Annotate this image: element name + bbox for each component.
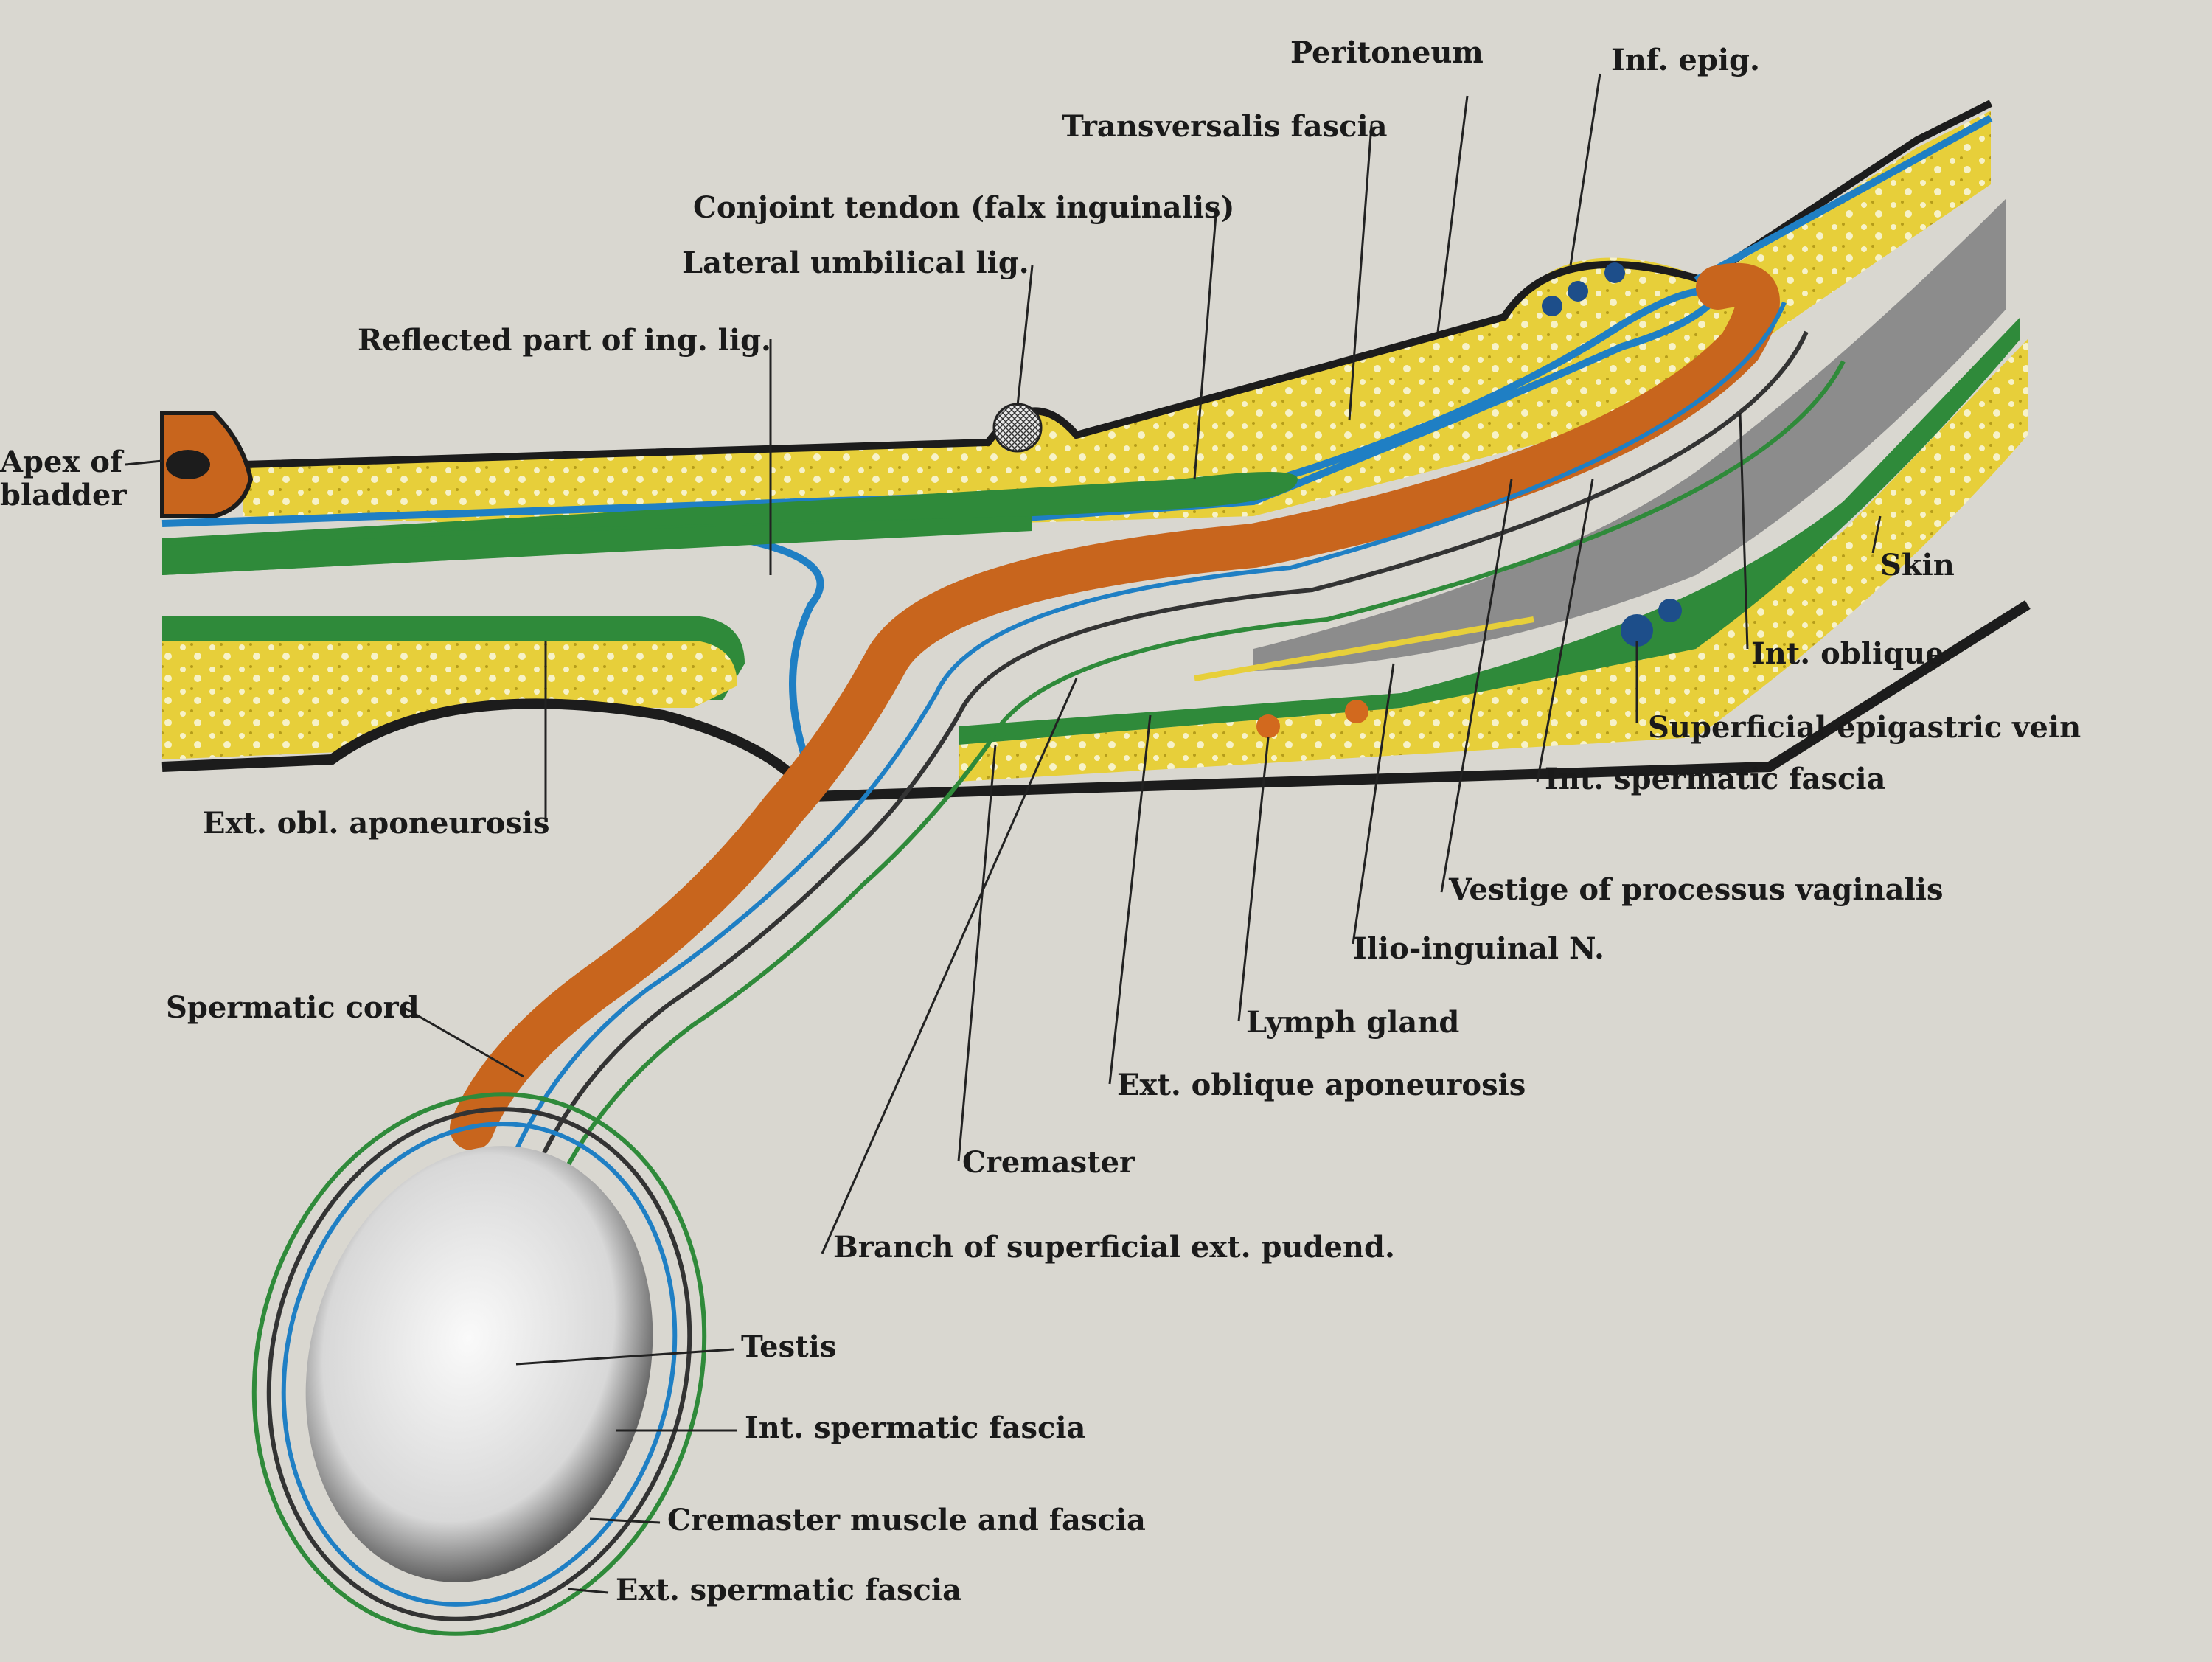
ilio-inguinal-nerve xyxy=(1194,616,1534,681)
leader-conjoint xyxy=(1193,206,1218,480)
label-sup-epig-vein: Superficial epigastric vein xyxy=(1648,710,2081,745)
leader-lines xyxy=(125,73,1882,1594)
cremaster-cord xyxy=(536,330,1809,1166)
spermatic-cord xyxy=(450,262,1780,1150)
reflected-ing-ligament xyxy=(162,516,1032,575)
label-vestige: Vestige of processus vaginalis xyxy=(1448,872,1944,907)
ext-spermatic-fascia-scrotum xyxy=(251,1092,707,1636)
leader-transversalis xyxy=(1348,125,1373,421)
leader-int-oblique xyxy=(1739,412,1749,650)
leader-vestige xyxy=(1440,479,1513,893)
leader-peritoneum xyxy=(1436,95,1469,333)
label-branch: Branch of superficial ext. pudend. xyxy=(833,1230,1395,1265)
leader-branch xyxy=(821,678,1078,1254)
inf-epig-vessel-1 xyxy=(1542,296,1562,316)
leader-lymph xyxy=(1237,737,1270,1022)
label-int-sperm-bottom: Int. spermatic fascia xyxy=(745,1411,1085,1445)
leader-apex xyxy=(125,459,163,466)
label-lymph: Lymph gland xyxy=(1246,1005,1459,1040)
label-conjoint: Conjoint tendon (falx inguinalis) xyxy=(693,190,1234,225)
int-spermatic-fascia-cord xyxy=(514,301,1787,1152)
extraperitoneal-fat xyxy=(243,111,1991,531)
label-lateral-umb: Lateral umbilical lig. xyxy=(682,246,1029,280)
lateral-umbilical-ligament xyxy=(992,403,1043,453)
leader-skin xyxy=(1871,515,1882,554)
sup-epig-vein-1 xyxy=(1621,614,1653,647)
ext-oblique-aponeurosis-right xyxy=(959,317,2020,745)
label-cremaster: Cremaster xyxy=(962,1145,1135,1180)
bladder-lumen xyxy=(166,450,210,479)
int-spermatic-fascia-scrotum xyxy=(281,1122,678,1607)
subcutaneous-fat-right xyxy=(959,339,2028,782)
leader-ext-obl-apon xyxy=(1108,714,1152,1085)
label-int-oblique: Int. oblique xyxy=(1751,636,1944,671)
testis-shape xyxy=(305,1146,653,1582)
leader-lateral-umb xyxy=(1016,265,1034,406)
transversalis-fascia-upper xyxy=(1694,114,1993,284)
inf-epig-vessel-3 xyxy=(1604,262,1625,283)
label-inf-epig: Inf. epig. xyxy=(1611,43,1760,77)
internal-oblique-gray xyxy=(1253,199,2006,671)
skin-line-left xyxy=(161,600,2031,802)
sup-epig-vein-2 xyxy=(1658,599,1682,622)
label-testis: Testis xyxy=(741,1329,836,1364)
leader-ilio xyxy=(1352,663,1395,945)
leader-spermatic-cord xyxy=(401,1005,524,1078)
label-apex-2: bladder xyxy=(0,478,127,512)
label-skin: Skin xyxy=(1880,548,1955,583)
subcutaneous-fat-left xyxy=(162,641,737,759)
ext-spermatic-fascia-cord xyxy=(558,360,1846,1181)
label-peritoneum: Peritoneum xyxy=(1290,35,1484,70)
cremaster-scrotum xyxy=(266,1107,692,1621)
transversalis-fascia-line xyxy=(161,288,1724,776)
inf-epig-vessel-2 xyxy=(1568,281,1588,302)
leader-ext-sperm xyxy=(567,1588,609,1594)
leader-testis xyxy=(515,1348,734,1366)
label-cremaster-muscle: Cremaster muscle and fascia xyxy=(667,1503,1146,1537)
leader-inf-epig xyxy=(1569,73,1601,266)
leader-cremaster-muscle xyxy=(589,1517,661,1524)
label-int-sperm-top: Int. spermatic fascia xyxy=(1545,762,1885,796)
label-ext-oblique-apon: Ext. oblique aponeurosis xyxy=(1117,1068,1526,1102)
label-spermatic-cord: Spermatic cord xyxy=(166,990,420,1025)
label-apex-1: Apex of xyxy=(0,445,125,479)
leader-int-sperm-top xyxy=(1536,479,1594,782)
label-ilio: Ilio-inguinal N. xyxy=(1353,931,1604,966)
label-ext-sperm: Ext. spermatic fascia xyxy=(616,1573,961,1607)
label-reflected: Reflected part of ing. lig. xyxy=(358,323,771,358)
labels: Peritoneum Inf. epig. Transversalis fasc… xyxy=(0,35,2081,1607)
label-ext-obl-left: Ext. obl. aponeurosis xyxy=(203,806,550,841)
leader-cremaster xyxy=(957,744,997,1162)
lymph-gland-2 xyxy=(1345,700,1368,723)
lymph-gland-1 xyxy=(1256,714,1280,738)
label-transversalis: Transversalis fascia xyxy=(1062,109,1388,144)
